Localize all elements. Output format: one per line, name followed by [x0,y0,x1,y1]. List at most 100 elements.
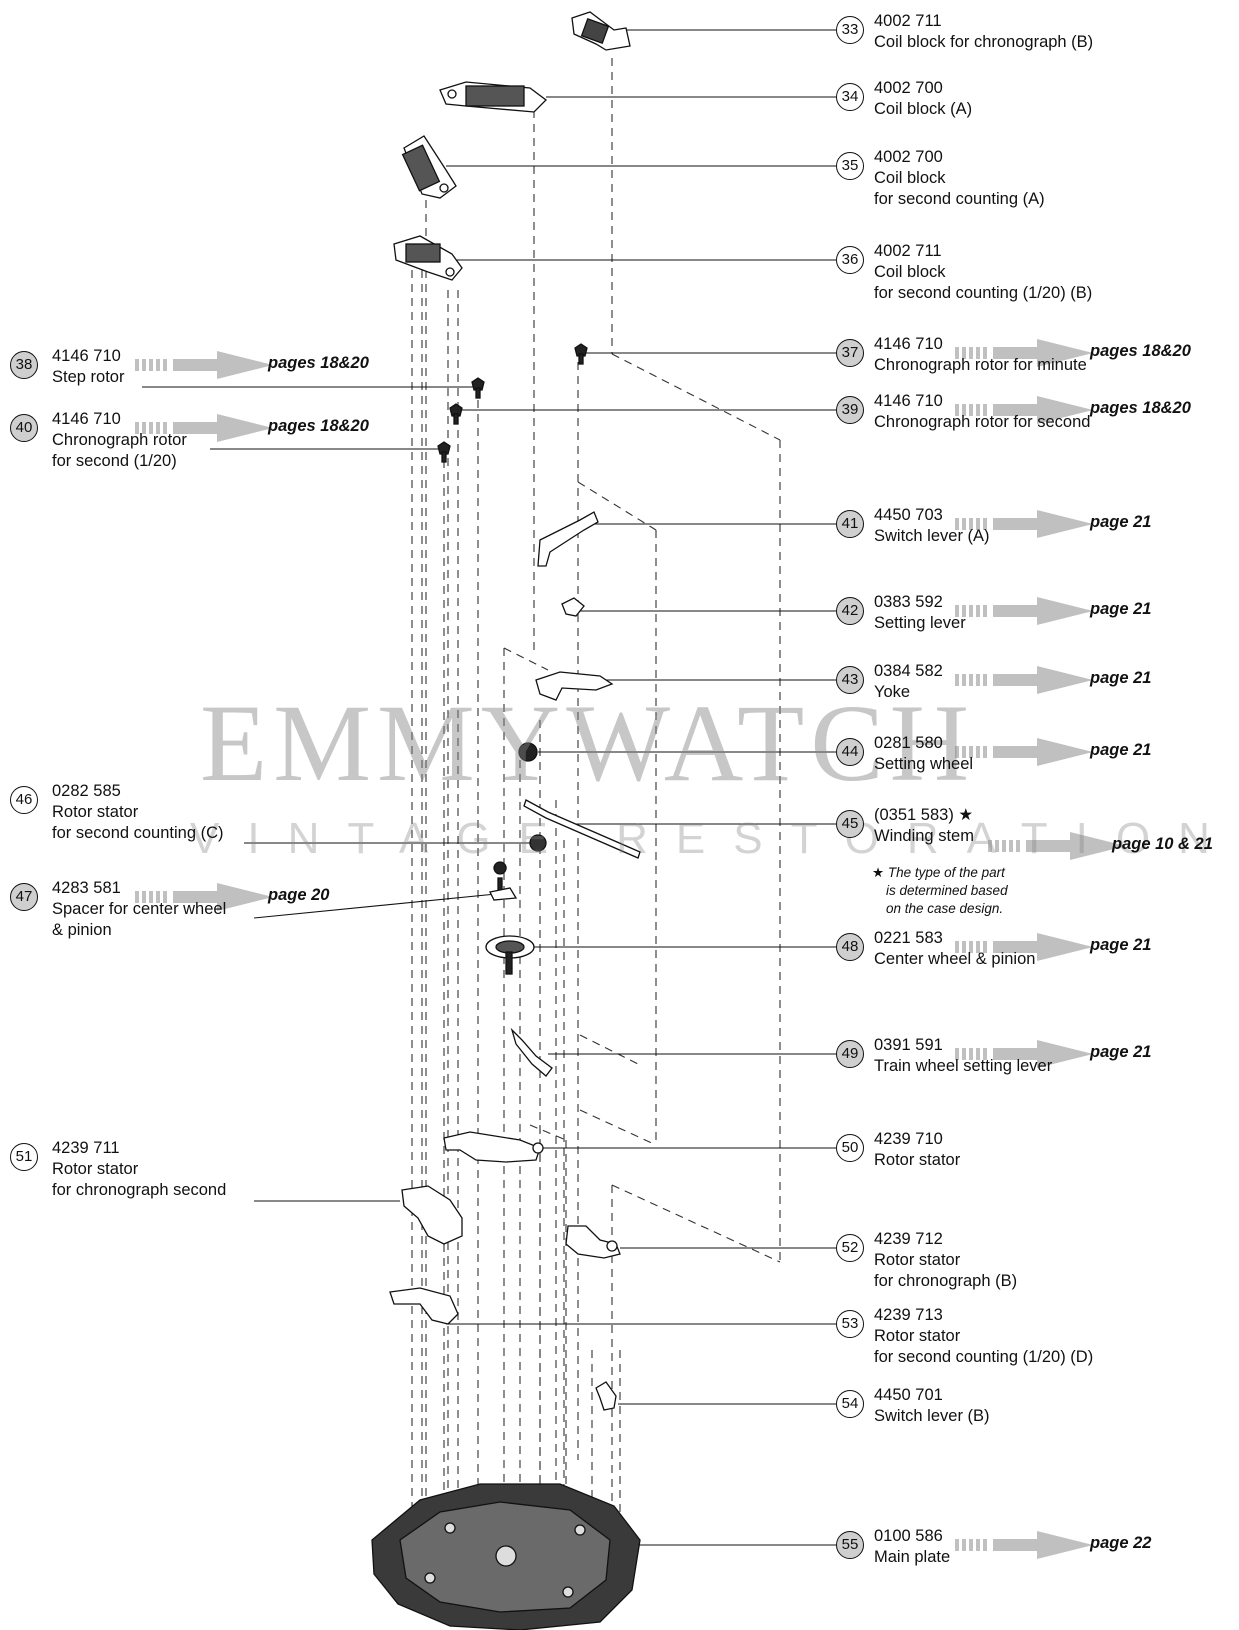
part-number-badge: 54 [836,1390,864,1418]
part-number-badge: 36 [836,246,864,274]
part-code: 4239 711 [52,1139,120,1157]
part-code: 4239 713 [874,1306,943,1324]
reference-arrow-icon [955,339,1093,367]
part-label: (0351 583) ★ Winding stem [874,805,974,847]
page-reference-link[interactable]: page 20 [268,886,330,904]
part-number-badge: 41 [836,510,864,538]
page-reference-link[interactable]: page 22 [1090,1534,1152,1552]
part-description: Setting lever [874,614,966,632]
part-number-badge: 40 [10,414,38,442]
reference-arrow-icon [988,832,1126,860]
part-number-badge: 55 [836,1531,864,1559]
part-description: Coil block [874,169,946,187]
part-number-badge: 49 [836,1040,864,1068]
reference-arrow-icon [955,1531,1093,1559]
part-description: Rotor stator [874,1151,961,1169]
part-code: 0100 586 [874,1527,943,1545]
part-description: for second counting (A) [874,190,1045,208]
part-code: 4146 710 [874,335,943,353]
reference-arrow-icon [135,414,273,442]
part-description: for chronograph second [52,1181,227,1199]
part-description: Coil block (A) [874,100,973,118]
part-description: for second (1/20) [52,452,177,470]
reference-arrow-icon [955,738,1093,766]
part-description: Rotor stator [52,803,139,821]
part-description: & pinion [52,921,112,939]
part-description: Train wheel setting lever [874,1057,1053,1075]
part-code: 4450 703 [874,506,943,524]
page-reference-link[interactable]: page 21 [1090,936,1152,954]
part-code: 0221 583 [874,929,943,947]
part-description: Setting wheel [874,755,974,773]
page-reference-link[interactable]: pages 18&20 [268,417,369,435]
part-description: Yoke [874,683,911,701]
part-number-badge: 53 [836,1310,864,1338]
page-reference-link[interactable]: pages 18&20 [1090,342,1191,360]
part-description: Spacer for center wheel [52,900,227,918]
page-reference-link[interactable]: pages 18&20 [268,354,369,372]
part-code: 4239 710 [874,1130,943,1148]
part-number-badge: 51 [10,1143,38,1171]
part-code: 0384 582 [874,662,943,680]
footnote-line: ★ The type of the part [872,865,1005,880]
page-reference-link[interactable]: pages 18&20 [1090,399,1191,417]
part-code: (0351 583) ★ [874,806,974,824]
reference-arrows [135,339,1126,1559]
part-code: 0282 585 [52,782,121,800]
reference-arrow-icon [955,597,1093,625]
part-number-badge: 33 [836,16,864,44]
page-reference-link[interactable]: page 21 [1090,1043,1152,1061]
part-number-badge: 42 [836,597,864,625]
footnote: ★ The type of the part is determined bas… [872,864,1008,918]
part-code: 4146 710 [874,392,943,410]
leader-lines [142,29,836,1546]
part-number-badge: 34 [836,83,864,111]
part-number-badge: 43 [836,666,864,694]
part-description: Rotor stator [52,1160,139,1178]
part-number-badge: 52 [836,1234,864,1262]
footnote-line: is determined based [886,883,1008,898]
part-code: 4002 700 [874,148,943,166]
reference-arrow-icon [955,510,1093,538]
reference-arrow-icon [955,1040,1093,1068]
page-reference-link[interactable]: page 21 [1090,513,1152,531]
watermark-subtitle: VINTAGE RESTORATIONS [190,814,1239,863]
reference-arrow-icon [135,883,273,911]
reference-arrow-icon [955,933,1093,961]
part-code: 0281 580 [874,734,943,752]
part-description: Winding stem [874,827,974,845]
part-code: 4239 712 [874,1230,943,1248]
page-reference-link[interactable]: page 21 [1090,741,1152,759]
part-description: Switch lever (A) [874,527,990,545]
part-description: Coil block for chronograph (B) [874,33,1094,51]
part-code: 4146 710 [52,410,121,428]
reference-arrow-icon [135,351,273,379]
page-reference-link[interactable]: page 21 [1090,600,1152,618]
part-number-badge: 38 [10,351,38,379]
part-description: for chronograph (B) [874,1272,1018,1290]
part-description: Coil block [874,263,946,281]
page-reference-link[interactable]: page 10 & 21 [1112,835,1213,853]
part-number-badge: 39 [836,396,864,424]
page-reference-link[interactable]: page 21 [1090,669,1152,687]
part-code: 0383 592 [874,593,943,611]
part-description: Chronograph rotor for second [874,413,1091,431]
